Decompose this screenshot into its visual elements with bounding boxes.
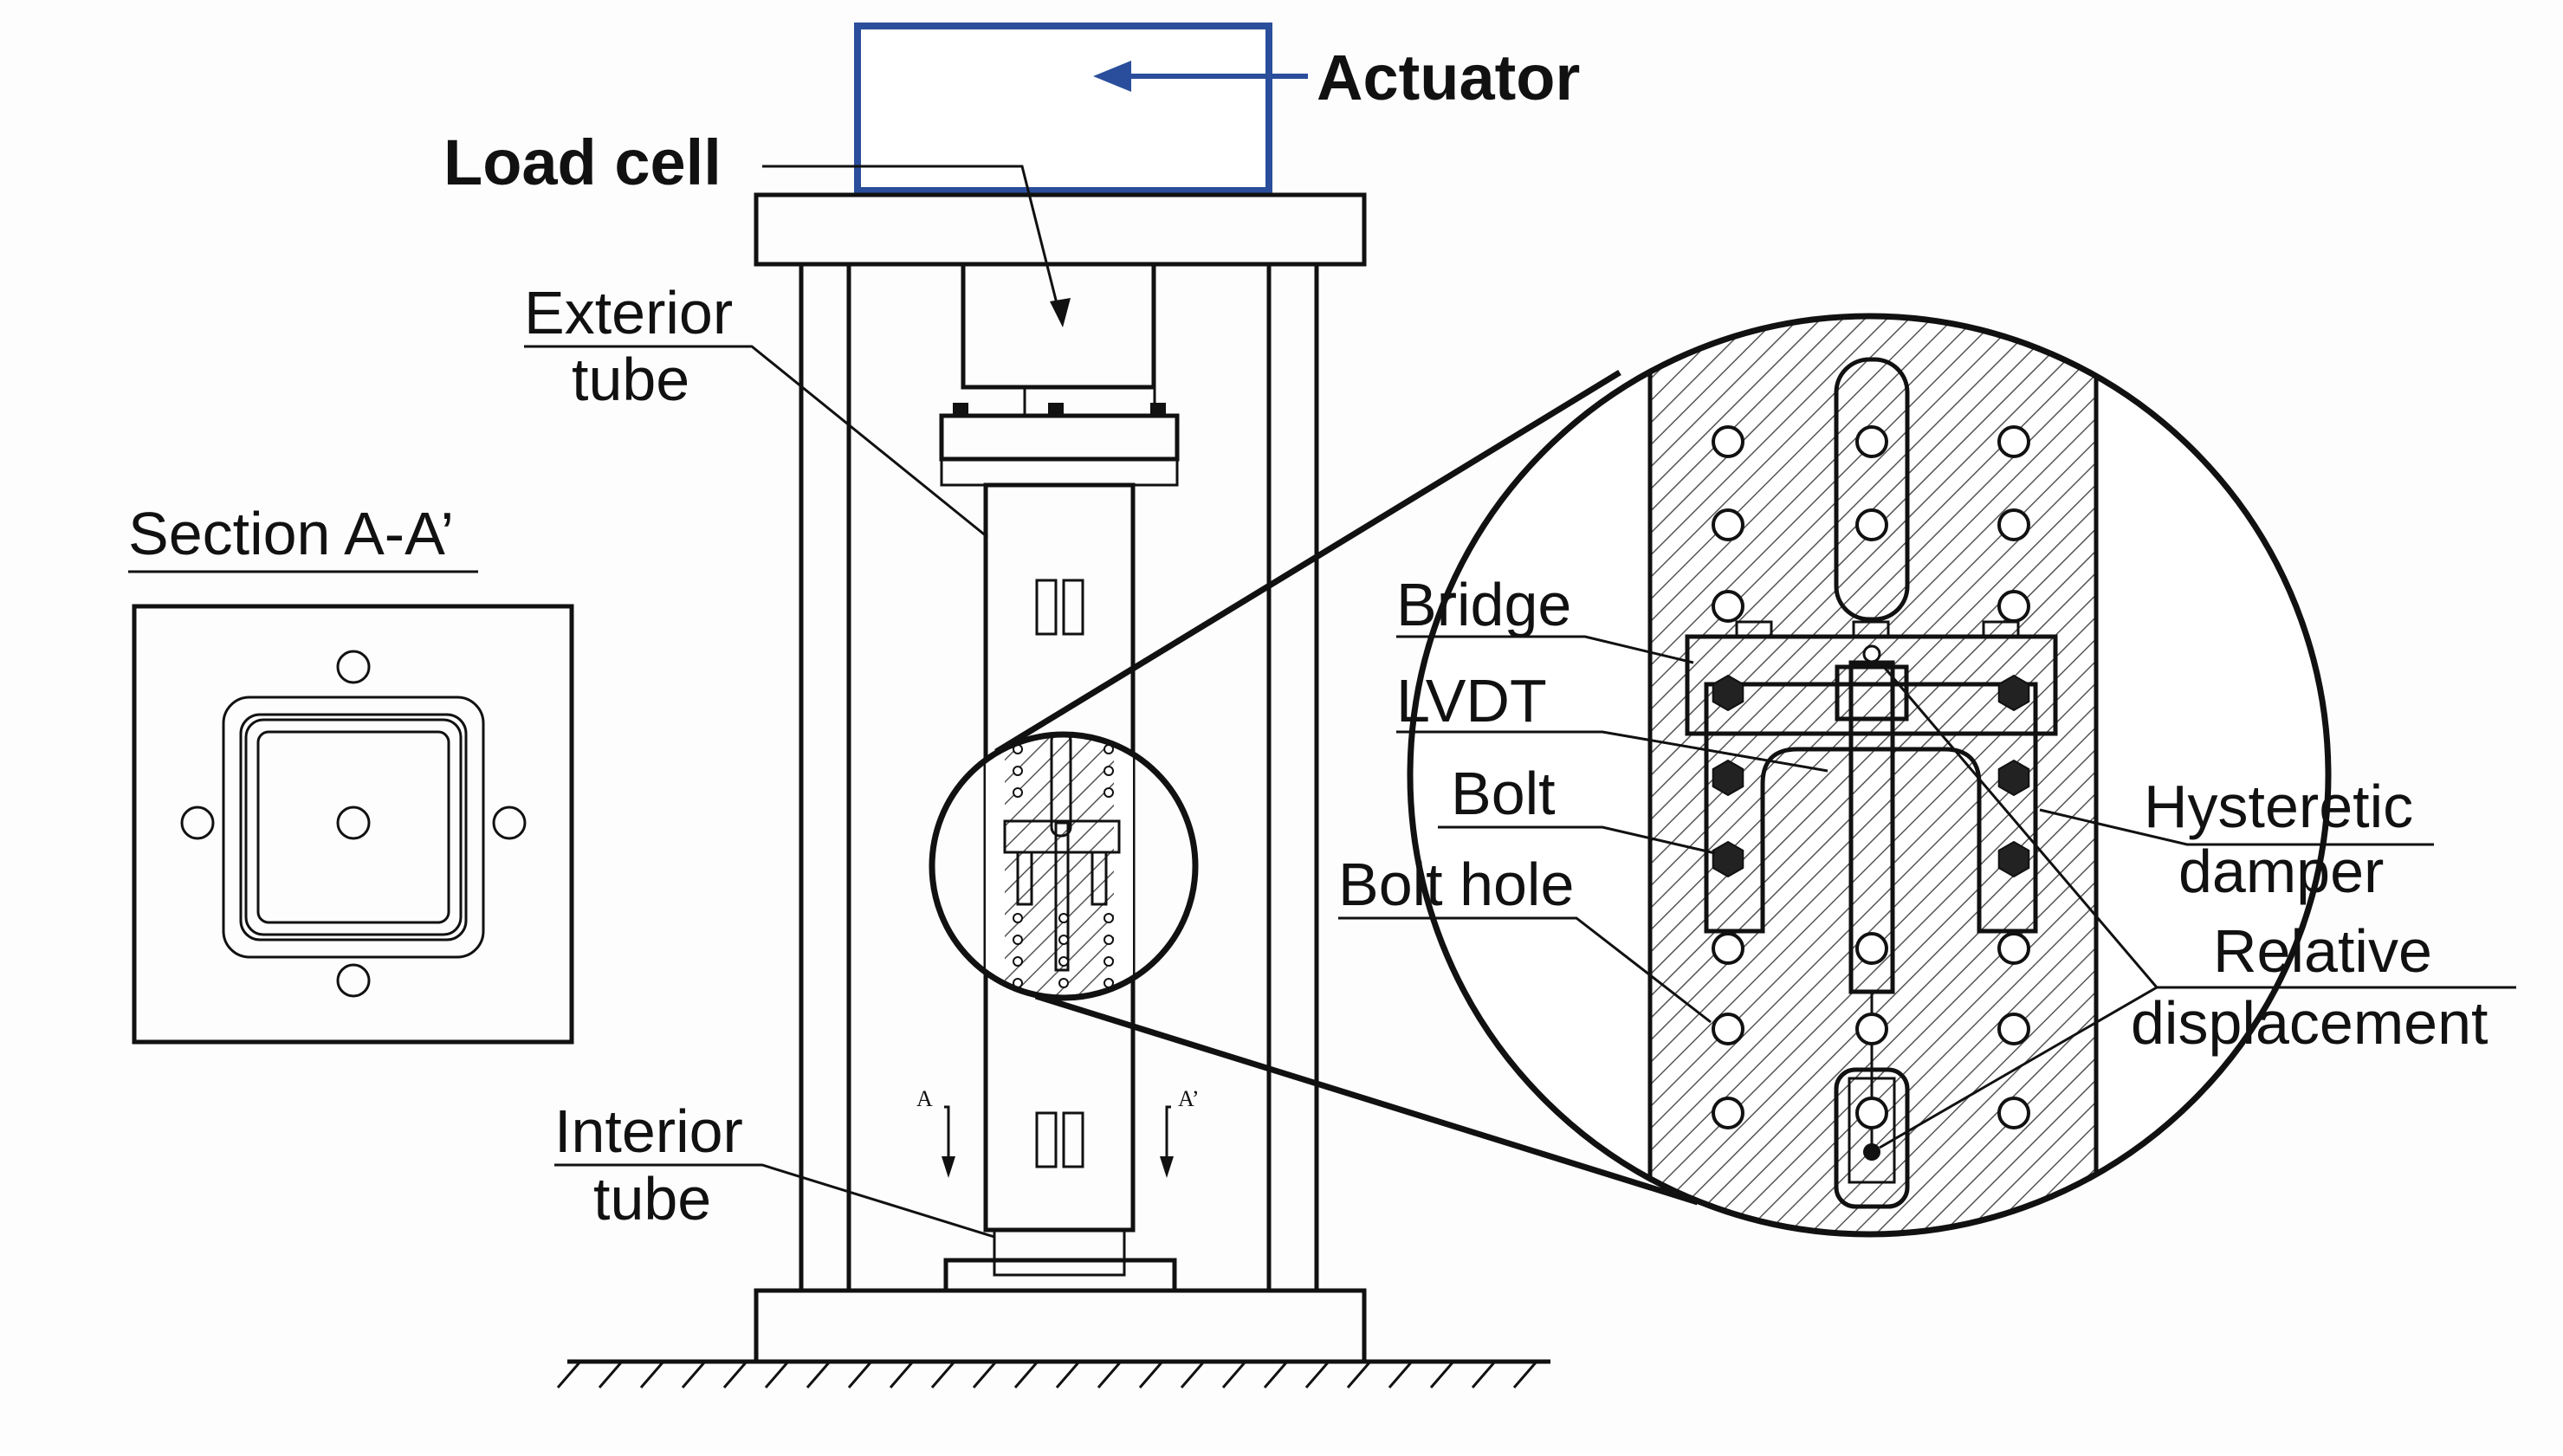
section-cut-marks	[942, 1105, 1174, 1178]
bolt-icon	[1997, 759, 2030, 797]
bolt-hole	[1104, 787, 1114, 798]
load-cell-label: Load cell	[443, 126, 722, 198]
damper-label: damper	[2178, 838, 2384, 905]
bolt-hole	[1997, 508, 2030, 541]
bolt-hole	[1013, 766, 1023, 776]
bolt-hole-label: Bolt hole	[1338, 851, 1574, 918]
bolt-label: Bolt	[1451, 760, 1556, 827]
bolt-hole	[1013, 787, 1023, 798]
top-flange	[939, 403, 1180, 487]
bolt-icon	[1712, 759, 1744, 797]
bolt-hole	[1013, 935, 1023, 945]
zoom-tangent-lines	[994, 370, 1699, 1206]
bolt-hole	[1855, 1097, 1888, 1129]
bolt-hole	[1712, 932, 1744, 965]
section-mark-a-prime: A’	[1178, 1086, 1200, 1111]
interior-tube-label-2: tube	[593, 1165, 711, 1233]
detail-circle-small	[929, 731, 1199, 1001]
bolt-hole	[1104, 935, 1114, 945]
bolt-hole	[1712, 590, 1744, 623]
bolt-hole	[1855, 932, 1888, 965]
bolt-hole	[1712, 1013, 1744, 1045]
exterior-tube-leader	[524, 345, 988, 539]
bolt-hole	[1058, 978, 1069, 988]
bolt-icon	[1712, 840, 1744, 878]
interior-tube-leader	[554, 1163, 995, 1239]
bolt-hole	[1855, 1013, 1888, 1045]
exterior-tube-label-1: Exterior	[524, 279, 733, 346]
interior-tube	[943, 1228, 1177, 1293]
bolt-hole	[1104, 913, 1114, 923]
interior-tube-label-1: Interior	[554, 1097, 743, 1165]
bolt-hole	[1712, 425, 1744, 458]
bolt-hole	[1997, 425, 2030, 458]
actuator-box	[854, 23, 1308, 194]
section-mark-a: A	[916, 1086, 933, 1111]
bolt-icon	[1997, 674, 2030, 712]
bolt-hole	[1013, 956, 1023, 967]
load-cell-leader	[762, 165, 1071, 327]
displacement-label: displacement	[2131, 989, 2488, 1057]
bolt-hole	[1058, 956, 1069, 967]
bolt-hole	[1712, 1097, 1744, 1129]
ground-support	[556, 1359, 1550, 1388]
bolt-hole	[1058, 913, 1069, 923]
bolt-hole	[1997, 590, 2030, 623]
bolt-hole	[1104, 766, 1114, 776]
detail-circle-large	[1407, 313, 2332, 1238]
bolt-icon	[1997, 840, 2030, 878]
bolt-hole	[1058, 935, 1069, 945]
bolt-hole	[1855, 425, 1888, 458]
lvdt-label: LVDT	[1396, 667, 1547, 734]
exterior-tube-label-2: tube	[572, 346, 689, 413]
relative-label: Relative	[2213, 917, 2432, 985]
bolt-hole	[1997, 932, 2030, 965]
section-label: Section A-A’	[128, 500, 454, 567]
bolt-hole	[1997, 1013, 2030, 1045]
bridge-label: Bridge	[1396, 571, 1571, 638]
section-view	[132, 604, 574, 1045]
bolt-hole	[1997, 1097, 2030, 1129]
bolt-hole	[1013, 913, 1023, 923]
hysteretic-label: Hysteretic	[2144, 773, 2413, 840]
bolt-hole	[1855, 508, 1888, 541]
actuator-label: Actuator	[1317, 42, 1580, 113]
bolt-hole	[1712, 508, 1744, 541]
detail-leaders	[1338, 635, 2516, 1149]
bolt-icon	[1712, 674, 1744, 712]
bolt-hole	[1104, 956, 1114, 967]
